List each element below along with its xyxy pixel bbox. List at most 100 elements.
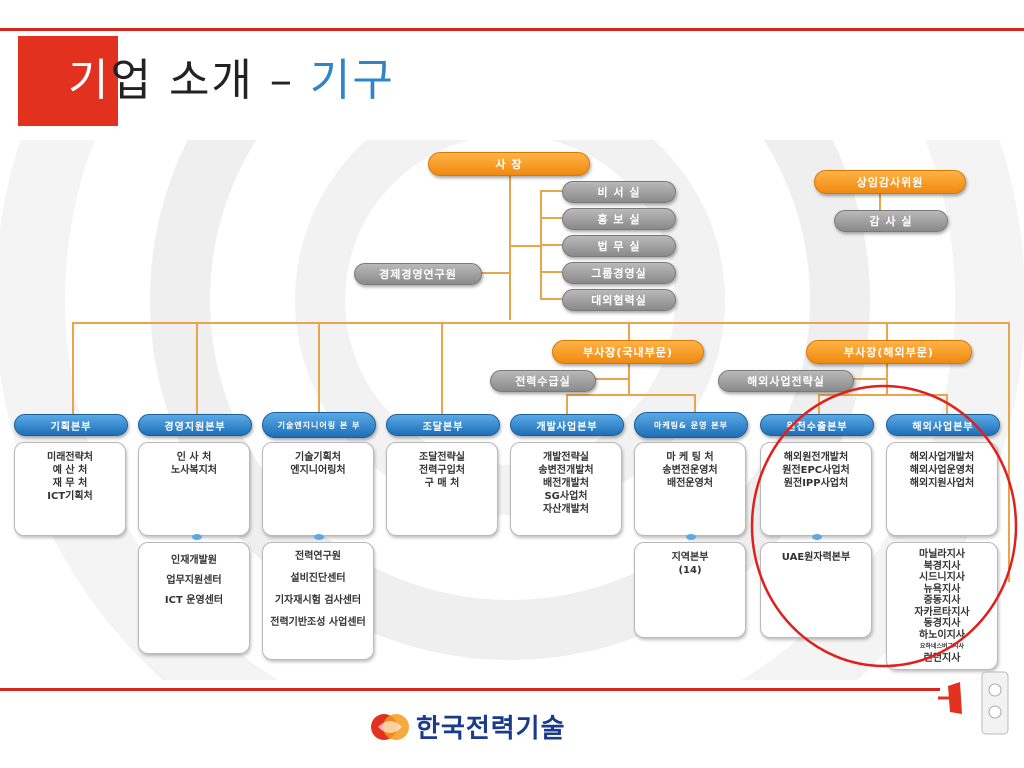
vp-overseas-drop <box>886 322 888 350</box>
header-top-rule <box>0 28 1024 31</box>
research-node: 경제경영연구원 <box>354 263 482 285</box>
division-sub-7: UAE원자력본부 <box>760 542 872 638</box>
unit-item: 마 케 팅 처 <box>666 452 714 463</box>
connector-dot <box>192 534 202 540</box>
overseas-strategy-node: 해외사업전략실 <box>718 370 854 392</box>
unit-item: 미래전략처 <box>47 452 93 463</box>
unit-item: 재 무 처 <box>52 478 88 489</box>
sub-item: 동경지사 <box>923 618 961 629</box>
plug-icon <box>938 671 1009 735</box>
division-units-2: 인 사 처 노사복지처 <box>138 442 250 536</box>
unit-item: 송변전운영처 <box>662 465 718 476</box>
division-header-5: 개발사업본부 <box>510 414 624 436</box>
highlight-ellipse <box>750 384 1018 668</box>
sub-item: 하노이지사 <box>919 629 965 641</box>
page-title-part3: 기구 <box>309 55 395 106</box>
overseas-vertical <box>886 362 888 394</box>
unit-item: 구 매 처 <box>424 478 460 489</box>
bus-drop-1 <box>72 322 74 414</box>
staff-tick-3 <box>540 244 562 246</box>
connector-dot <box>314 534 324 540</box>
division-sub-6: 지역본부 (14) <box>634 542 746 638</box>
staff-office-3: 법 무 실 <box>562 235 676 257</box>
unit-item: ICT기획처 <box>47 491 93 502</box>
division-units-3: 기술기획처 엔지니어링처 <box>262 442 374 536</box>
division-header-4: 조달본부 <box>386 414 500 436</box>
sub-item: 마닐라지사 <box>919 549 965 560</box>
staff-link-line <box>509 245 541 247</box>
division-header-1: 기획본부 <box>14 414 128 436</box>
domestic-sub-bus <box>566 394 696 396</box>
sub-item: 전력기반조성 사업센터 <box>270 617 366 628</box>
unit-item: 노사복지처 <box>171 465 217 476</box>
vp-domestic-drop <box>628 322 630 350</box>
division-horizontal-bus <box>72 322 1008 324</box>
unit-item: 원전IPP사업처 <box>783 478 849 489</box>
org-chart: 사 장 상임감사위원 감 사 실 경제경영연구원 비 서 실 홍 보 실 법 무… <box>0 140 1024 680</box>
footer-rule <box>0 688 940 691</box>
staff-office-2: 홍 보 실 <box>562 208 676 230</box>
research-link-line <box>480 272 510 274</box>
auditor-node: 상임감사위원 <box>814 170 966 194</box>
unit-item: SG사업처 <box>544 491 588 502</box>
sub-item: 시드니지사 <box>919 572 965 583</box>
division-units-1: 미래전략처 예 산 처 재 무 처 ICT기획처 <box>14 442 126 536</box>
unit-item: 엔지니어링처 <box>290 465 346 476</box>
domestic-drop-left <box>566 394 568 414</box>
unit-item: 자산개발처 <box>543 504 589 515</box>
division-units-5: 개발전략실 송변전개발처 배전개발처 SG사업처 자산개발처 <box>510 442 622 536</box>
page-title-part2: 업 소개 – <box>110 55 310 106</box>
staff-tick-2 <box>540 217 562 219</box>
sub-item: 중동지사 <box>923 595 961 606</box>
unit-item: 개발전략실 <box>543 452 589 463</box>
staff-office-1: 비 서 실 <box>562 181 676 203</box>
sub-item: 업무지원센터 <box>166 575 222 586</box>
unit-item: 배전운영처 <box>667 478 713 489</box>
division-header-3: 기술엔지니어링 본 부 <box>262 412 376 438</box>
unit-item: 조달전략실 <box>419 452 465 463</box>
audit-office-node: 감 사 실 <box>834 210 948 232</box>
overseas-strategy-link <box>852 378 886 380</box>
division-sub-3: 전력연구원 설비진단센터 기자재시험 검사센터 전력기반조성 사업센터 <box>262 542 374 660</box>
sub-item: 뉴욕지사 <box>923 583 961 595</box>
sub-item: UAE원자력본부 <box>781 552 851 563</box>
staff-office-5: 대외협력실 <box>562 289 676 311</box>
unit-item: 전력구입처 <box>419 465 465 476</box>
staff-tick-5 <box>540 298 562 300</box>
bus-drop-3 <box>318 322 320 414</box>
sub-item: (14) <box>678 565 702 576</box>
page-title-part1: 기 <box>68 55 111 106</box>
logo-text: 한국전력기술 <box>416 714 566 744</box>
unit-item: 해외지원사업처 <box>909 478 975 489</box>
connector-dot <box>812 534 822 540</box>
sub-item: 인재개발원 <box>171 555 217 566</box>
company-logo: 한국전력기술 <box>370 708 566 745</box>
overseas-sub-bus <box>818 394 948 396</box>
division-sub-8: 마닐라지사 북경지사 시드니지사 뉴욕지사 중동지사 자카르타지사 동경지사 하… <box>886 542 998 670</box>
sub-item: 자카르타지사 <box>914 606 970 618</box>
bus-drop-2 <box>196 322 198 414</box>
unit-item: 예 산 처 <box>52 465 88 476</box>
unit-item: 해외사업운영처 <box>909 465 975 476</box>
vp-domestic-node: 부사장(국내부문) <box>552 340 704 364</box>
auditor-vertical-line <box>879 190 881 218</box>
page-title: 기업 소개 – 기구 <box>68 44 395 108</box>
sub-item: 지역본부 <box>671 552 709 563</box>
staff-office-4: 그룹경영실 <box>562 262 676 284</box>
unit-item: 인 사 처 <box>176 452 212 463</box>
sub-item: 북경지사 <box>923 560 961 572</box>
sub-item: 기자재시험 검사센터 <box>274 595 362 606</box>
vp-overseas-node: 부사장(해외부문) <box>806 340 972 364</box>
power-supply-node: 전력수급실 <box>490 370 596 392</box>
sub-item: 전력연구원 <box>295 551 341 562</box>
unit-item: 해외원전개발처 <box>783 452 849 463</box>
unit-item: 원전EPC사업처 <box>782 465 850 476</box>
bus-drop-4 <box>441 322 443 414</box>
division-units-8: 해외사업개발처 해외사업운영처 해외지원사업처 <box>886 442 998 536</box>
connector-dot <box>686 534 696 540</box>
unit-item: 송변전개발처 <box>538 465 594 476</box>
sub-item: 요하네스버그지사 <box>919 643 965 650</box>
kepco-logo-icon <box>371 713 409 740</box>
division-units-7: 해외원전개발처 원전EPC사업처 원전IPP사업처 <box>760 442 872 536</box>
division-units-6: 마 케 팅 처 송변전운영처 배전운영처 <box>634 442 746 536</box>
